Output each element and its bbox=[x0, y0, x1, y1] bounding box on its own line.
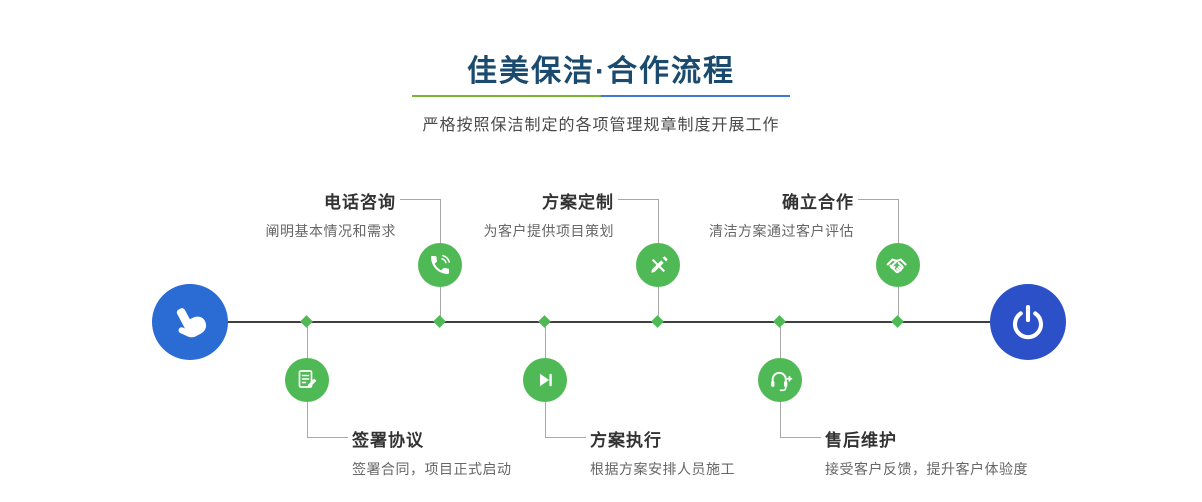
label-connector bbox=[545, 402, 546, 438]
step-node bbox=[523, 358, 567, 402]
label-connector bbox=[545, 437, 586, 438]
step-desc: 接受客户反馈，提升客户体验度 bbox=[825, 461, 1028, 477]
node-stem bbox=[545, 327, 546, 358]
headset-plus-icon bbox=[770, 371, 792, 391]
pointing-hand-icon bbox=[176, 308, 207, 338]
label-connector bbox=[858, 199, 898, 200]
document-sign-icon bbox=[298, 370, 317, 388]
title-divider bbox=[412, 95, 790, 97]
step-title: 方案执行 bbox=[590, 431, 662, 450]
step-desc: 签署合同，项目正式启动 bbox=[352, 461, 512, 477]
step-desc: 为客户提供项目策划 bbox=[483, 223, 614, 239]
node-stem bbox=[780, 327, 781, 358]
pen-ruler-icon bbox=[650, 255, 668, 273]
node-stem bbox=[307, 327, 308, 358]
power-icon bbox=[1013, 305, 1043, 340]
timeline-axis bbox=[190, 321, 1030, 323]
step-desc: 阐明基本情况和需求 bbox=[265, 223, 396, 239]
timeline-start-node bbox=[152, 284, 228, 360]
step-label: 签署协议 签署合同，项目正式启动 bbox=[352, 426, 622, 479]
node-stem bbox=[898, 287, 899, 318]
step-desc: 根据方案安排人员施工 bbox=[590, 461, 735, 477]
node-stem bbox=[658, 287, 659, 318]
step-title: 签署协议 bbox=[352, 431, 424, 450]
label-connector bbox=[400, 199, 440, 200]
label-connector bbox=[618, 199, 658, 200]
step-node bbox=[876, 243, 920, 287]
step-node bbox=[636, 243, 680, 287]
step-node bbox=[285, 358, 329, 402]
step-label: 电话咨询 阐明基本情况和需求 bbox=[196, 188, 396, 241]
step-title: 售后维护 bbox=[825, 431, 897, 450]
step-desc: 清洁方案通过客户评估 bbox=[709, 223, 854, 239]
label-connector bbox=[307, 402, 308, 438]
label-connector bbox=[658, 199, 659, 243]
label-connector bbox=[780, 402, 781, 438]
divider-blue-segment bbox=[601, 95, 790, 97]
label-connector bbox=[440, 199, 441, 243]
step-node bbox=[758, 358, 802, 402]
page-subtitle: 严格按照保洁制定的各项管理规章制度开展工作 bbox=[422, 117, 780, 134]
step-title: 电话咨询 bbox=[324, 193, 396, 212]
step-label: 售后维护 接受客户反馈，提升客户体验度 bbox=[825, 426, 1095, 479]
node-stem bbox=[440, 287, 441, 318]
label-connector bbox=[898, 199, 899, 243]
step-node bbox=[418, 243, 462, 287]
step-label: 方案执行 根据方案安排人员施工 bbox=[590, 426, 860, 479]
step-title: 确立合作 bbox=[782, 193, 854, 212]
page-title: 佳美保洁·合作流程 bbox=[467, 55, 735, 88]
step-label: 方案定制 为客户提供项目策划 bbox=[414, 188, 614, 241]
handshake-icon bbox=[886, 258, 907, 274]
timeline-end-node bbox=[990, 284, 1066, 360]
divider-green-segment bbox=[412, 95, 601, 97]
label-connector bbox=[780, 437, 821, 438]
play-next-icon bbox=[539, 373, 552, 387]
step-title: 方案定制 bbox=[542, 193, 614, 212]
label-connector bbox=[307, 437, 348, 438]
phone-icon bbox=[431, 254, 450, 274]
step-label: 确立合作 清洁方案通过客户评估 bbox=[654, 188, 854, 241]
timeline-marker bbox=[773, 315, 786, 328]
